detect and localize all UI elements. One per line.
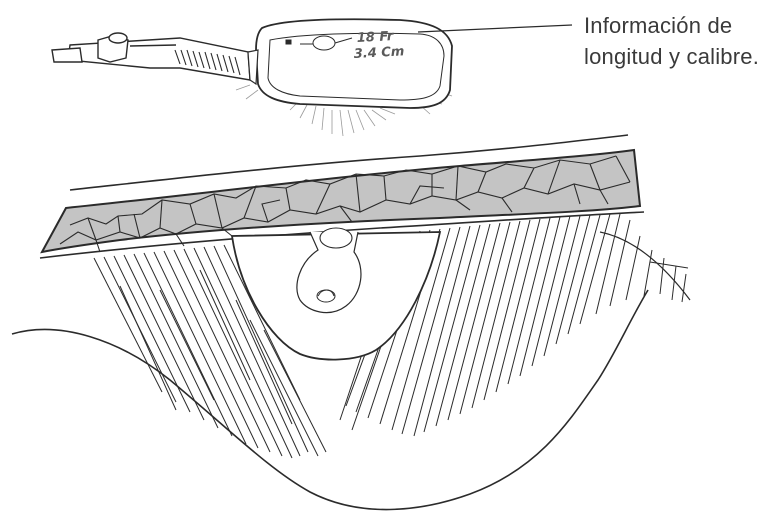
callout-line-1: Información de xyxy=(584,10,759,41)
callout-leader-line xyxy=(418,25,572,32)
gauge-label: 18 Fr xyxy=(356,29,395,46)
implanted-port xyxy=(232,228,440,360)
length-gauge-callout: Información de longitud y calibre. xyxy=(584,10,759,72)
catheter-tube xyxy=(52,33,250,80)
tissue-edge-right xyxy=(650,262,688,268)
length-label: 3.4 Cm xyxy=(353,44,404,62)
callout-line-2: longitud y calibre. xyxy=(584,41,759,72)
device-body xyxy=(248,19,452,108)
